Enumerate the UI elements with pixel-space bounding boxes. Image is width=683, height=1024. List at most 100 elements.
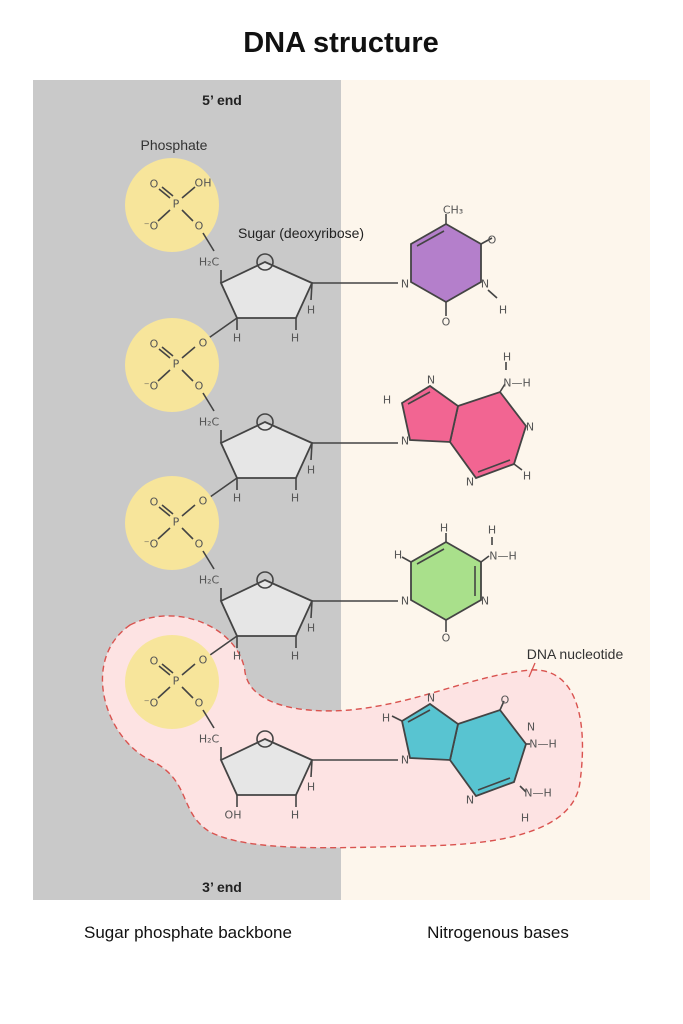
bond	[157, 527, 171, 540]
atom-label: O	[195, 697, 204, 710]
ring-oxygen-icon	[256, 571, 274, 589]
bond	[158, 348, 171, 359]
bond	[158, 506, 171, 517]
atom-label: H₂C	[199, 416, 220, 429]
bond	[181, 209, 194, 222]
bond	[181, 686, 194, 699]
bond	[181, 527, 194, 540]
phosphate-group: O O P ⁻O O	[125, 476, 219, 570]
sugar-deoxyribose: H₂C H H OH	[199, 730, 315, 822]
bond	[480, 555, 490, 563]
bond	[416, 230, 445, 247]
atom-label: O	[442, 632, 451, 645]
atom-label: H	[233, 650, 241, 663]
atom-label: O	[501, 694, 510, 707]
atom-label: H	[291, 809, 299, 822]
atom-label: H	[383, 394, 391, 407]
three-prime-end-label: 3’ end	[202, 879, 242, 895]
atom-label: H	[394, 549, 402, 562]
atom-label: N	[527, 721, 535, 734]
nucleotide-unit: O O P ⁻O O H₂C H H H	[125, 318, 398, 505]
phosphate-circle	[125, 476, 219, 570]
bond	[310, 759, 313, 778]
nucleotide-pointer	[528, 662, 536, 678]
atom-label: O	[442, 316, 451, 329]
bond	[181, 504, 196, 517]
atom-label: H₂C	[199, 733, 220, 746]
atom-label: H	[291, 492, 299, 505]
atom-label: ⁻O	[144, 380, 159, 393]
atom-label: O	[150, 338, 159, 351]
bond	[487, 289, 498, 299]
atom-label: P	[173, 198, 180, 211]
atom-label: N	[466, 476, 474, 489]
atom-label: O	[195, 380, 204, 393]
atom-label: N	[481, 278, 489, 291]
atom-label: OH	[225, 809, 242, 822]
bond	[202, 232, 215, 252]
five-prime-end-label: 5’ end	[202, 92, 242, 108]
atom-label: O	[195, 538, 204, 551]
bond	[519, 785, 527, 793]
atom-label: O	[150, 178, 159, 191]
atom-label: H₂C	[199, 574, 220, 587]
atom-label: ⁻O	[144, 538, 159, 551]
ring-oxygen-icon	[256, 253, 274, 271]
bond	[477, 459, 511, 473]
atom-label: N	[427, 374, 435, 387]
atom-label: N	[481, 595, 489, 608]
nucleotide-outline	[101, 615, 584, 849]
backbone-caption: Sugar phosphate backbone	[84, 923, 292, 942]
atom-label: N—H	[524, 787, 552, 800]
bond	[407, 709, 431, 723]
atom-label: N	[427, 692, 435, 705]
atom-label: N—H	[503, 377, 531, 390]
bond	[477, 777, 511, 791]
bond	[157, 369, 171, 382]
bond	[310, 600, 313, 619]
atom-label: N	[526, 421, 534, 434]
atom-label: H	[291, 650, 299, 663]
phosphate-group: O O P ⁻O O	[125, 318, 219, 412]
atom-label: P	[173, 358, 180, 371]
atom-label: H	[499, 304, 507, 317]
atom-label: N	[401, 278, 409, 291]
atom-label: ⁻O	[144, 697, 159, 710]
bond	[202, 392, 215, 412]
bond	[310, 282, 313, 301]
atom-label: H	[307, 781, 315, 794]
bond	[310, 442, 313, 461]
atom-label: O	[150, 655, 159, 668]
atom-label: N	[401, 754, 409, 767]
atom-label: P	[173, 516, 180, 529]
bond	[202, 550, 215, 570]
bond	[202, 709, 215, 729]
phosphate-circle	[125, 318, 219, 412]
dna-nucleotide-label: DNA nucleotide	[527, 646, 624, 662]
atom-label: ⁻O	[144, 220, 159, 233]
atom-label: H	[382, 712, 390, 725]
atom-label: N	[466, 794, 474, 807]
atom-label: H	[233, 492, 241, 505]
bond	[161, 504, 174, 515]
bond	[181, 186, 196, 199]
ring-oxygen-icon	[256, 730, 274, 748]
atom-label: O	[199, 654, 208, 667]
bond	[391, 715, 403, 722]
bond	[499, 383, 506, 393]
nucleotide-unit: O O P ⁻O O H₂C H H H	[125, 476, 398, 663]
atom-label: O	[150, 496, 159, 509]
phosphate-circle	[125, 635, 219, 729]
bond	[158, 188, 171, 199]
atom-label: CH₃	[443, 204, 463, 217]
atom-label: O	[199, 337, 208, 350]
atom-label: N—H	[489, 550, 517, 563]
bond	[499, 700, 505, 711]
bases-caption: Nitrogenous bases	[427, 923, 569, 942]
bond	[480, 237, 493, 245]
atom-label: O	[199, 495, 208, 508]
